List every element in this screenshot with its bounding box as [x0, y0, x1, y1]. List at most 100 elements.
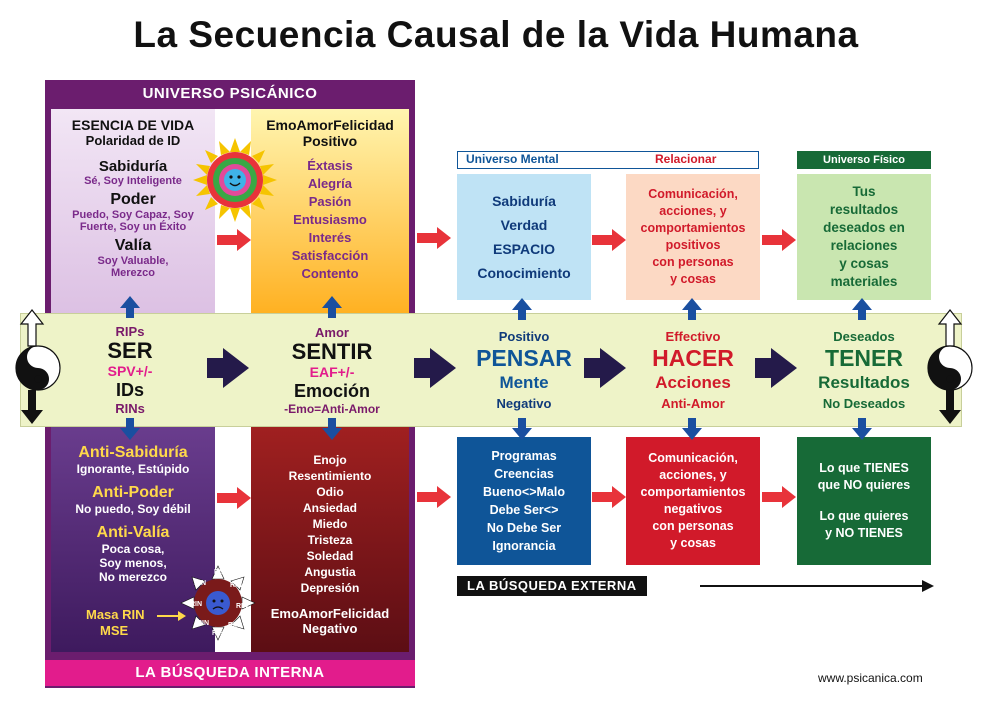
emo-negativo-item: Miedo [312, 517, 348, 531]
emo-negativo-item: Resentimiento [288, 469, 372, 483]
relacionar-neg-item: Comunicación, [648, 451, 738, 465]
busqueda-interna-footer: LA BÚSQUEDA INTERNA [45, 660, 415, 686]
mental-negativo-box: Programas Creencias Bueno<>Malo Debe Ser… [457, 437, 591, 565]
mental-item: ESPACIO [493, 241, 555, 257]
sun-smiley-icon [193, 138, 277, 222]
anti-valia-desc: Poca cosa, [101, 542, 165, 556]
anti-sabiduria-desc: Ignorante, Estúpido [76, 462, 190, 476]
relacionar-label: Relacionar [655, 152, 717, 166]
fisico-item: relaciones [830, 238, 898, 253]
anti-sabiduria-label: Anti-Sabiduría [78, 444, 188, 461]
emo-positivo-box: EmoAmorFelicidad Positivo Éxtasis Alegrí… [251, 109, 409, 316]
mental-neg-item: No Debe Ser [486, 521, 562, 535]
busqueda-externa-label: LA BÚSQUEDA EXTERNA [457, 576, 647, 596]
emo-negativo-item: Tristeza [307, 533, 353, 547]
red-arrow-icon [592, 486, 626, 508]
fisico-neg-item: Lo que TIENES [819, 461, 909, 475]
anti-valia-desc: No merezco [98, 570, 168, 584]
mental-neg-item: Debe Ser<> [489, 503, 559, 517]
rin-tag: RIN [236, 603, 249, 610]
fisico-negativo-box: Lo que TIENES que NO quieres Lo que quie… [797, 437, 931, 565]
sentir-sub: EAF+/- [309, 363, 355, 380]
mental-positivo-box: Sabiduría Verdad ESPACIO Conocimiento [457, 174, 591, 300]
emo-positivo-subtitle: Positivo [302, 133, 358, 149]
mental-neg-item: Creencias [494, 467, 554, 481]
emo-positivo-title: EmoAmorFelicidad [266, 117, 394, 133]
red-arrow-icon [762, 229, 796, 251]
relacionar-neg-item: negativos [663, 502, 723, 516]
relacionar-negativo-box: Comunicación, acciones, y comportamiento… [626, 437, 760, 565]
ser-main2: IDs [115, 380, 144, 400]
secuencia-band [20, 313, 962, 427]
mental-item: Conocimiento [477, 265, 571, 281]
emo-negativo-item: Odio [316, 485, 344, 499]
emo-negativo-item: Ansiedad [302, 501, 357, 515]
tener-stage: Deseados TENER Resultados No Deseados [797, 320, 931, 420]
ser-bottom: RINs [115, 401, 145, 416]
ser-top: RIPs [115, 324, 145, 339]
sabiduria-label: Sabiduría [98, 158, 168, 175]
universo-fisico-header: Universo Físico [797, 151, 931, 169]
mental-item: Sabiduría [492, 193, 556, 209]
mental-item: Verdad [500, 217, 548, 233]
emo-negativo-item: Angustia [304, 565, 356, 579]
anti-valia-label: Anti-Valía [96, 524, 170, 541]
hacer-top: Effectivo [665, 329, 721, 344]
relacionar-neg-item: y cosas [670, 536, 716, 550]
emo-negativo-box: Enojo Resentimiento Odio Ansiedad Miedo … [251, 424, 409, 652]
masa-rin-label: Masa RIN [86, 607, 145, 622]
universo-psicanico-header: UNIVERSO PSICÁNICO [142, 85, 318, 102]
relacionar-item: comportamientos [640, 221, 746, 235]
anti-esencia-box: Anti-Sabiduría Ignorante, Estúpido Anti-… [51, 424, 215, 652]
fisico-neg-item: y NO TIENES [825, 526, 903, 540]
red-arrow-icon [417, 227, 451, 249]
hacer-bottom: Anti-Amor [661, 396, 725, 411]
page-title: La Secuencia Causal de la Vida Humana [133, 14, 859, 55]
sentir-stage: Amor SENTIR EAF+/- Emoción -Emo=Anti-Amo… [262, 320, 402, 420]
red-arrow-icon [592, 229, 626, 251]
valia-label: Valía [114, 237, 152, 254]
rin-burst-icon [180, 565, 256, 641]
emo-positivo-item: Entusiasmo [293, 212, 367, 227]
emo-negativo-item: Enojo [313, 453, 347, 467]
tener-main: TENER [825, 345, 903, 371]
fisico-positivo-box: Tus resultados deseados en relaciones y … [797, 174, 931, 300]
emo-positivo-item: Alegría [307, 176, 353, 191]
sentir-main2: Emoción [293, 380, 370, 401]
relacionar-item: acciones, y [659, 204, 727, 218]
relacionar-neg-item: acciones, y [659, 468, 727, 482]
rin-tag: RIN [228, 622, 241, 629]
sabiduria-desc: Sé, Soy Inteligente [84, 175, 182, 187]
emo-positivo-item: Pasión [308, 194, 352, 209]
emo-negativo-item: Depresión [300, 581, 360, 595]
ser-stage: RIPs SER SPV+/- IDs RINs [70, 320, 190, 420]
relacionar-item: positivos [665, 238, 721, 252]
anti-poder-label: Anti-Poder [92, 484, 174, 501]
rin-tag: RIN [212, 630, 225, 637]
emo-positivo-item: Éxtasis [307, 158, 353, 173]
tener-bottom: No Deseados [822, 396, 906, 411]
hacer-stage: Effectivo HACER Acciones Anti-Amor [626, 320, 760, 420]
valia-desc-1: Soy Valuable, [97, 255, 169, 267]
fisico-neg-item: Lo que quieres [819, 509, 909, 523]
emo-negativo-subtitle: Negativo [302, 621, 358, 636]
emo-negativo-item: Soledad [306, 549, 354, 563]
hacer-main2: Acciones [655, 373, 731, 392]
relacionar-neg-item: con personas [652, 519, 734, 533]
mse-label: MSE [100, 623, 129, 638]
anti-valia-desc: Soy menos, [99, 556, 167, 570]
fisico-item: Tus [852, 184, 876, 199]
rin-tag: RIN [194, 580, 207, 587]
emo-negativo-title: EmoAmorFelicidad [270, 606, 390, 621]
tener-top: Deseados [833, 329, 895, 344]
website-url: www.psicanica.com [818, 671, 923, 685]
red-arrow-icon [762, 486, 796, 508]
tener-main2: Resultados [818, 373, 910, 392]
hacer-main: HACER [652, 345, 734, 371]
ser-main: SER [107, 338, 153, 363]
rin-tag: RIN [230, 582, 243, 589]
fisico-item: resultados [829, 202, 899, 217]
rin-tag: RIN [197, 620, 210, 627]
relacionar-item: con personas [652, 255, 734, 269]
relacionar-neg-item: comportamientos [640, 485, 746, 499]
